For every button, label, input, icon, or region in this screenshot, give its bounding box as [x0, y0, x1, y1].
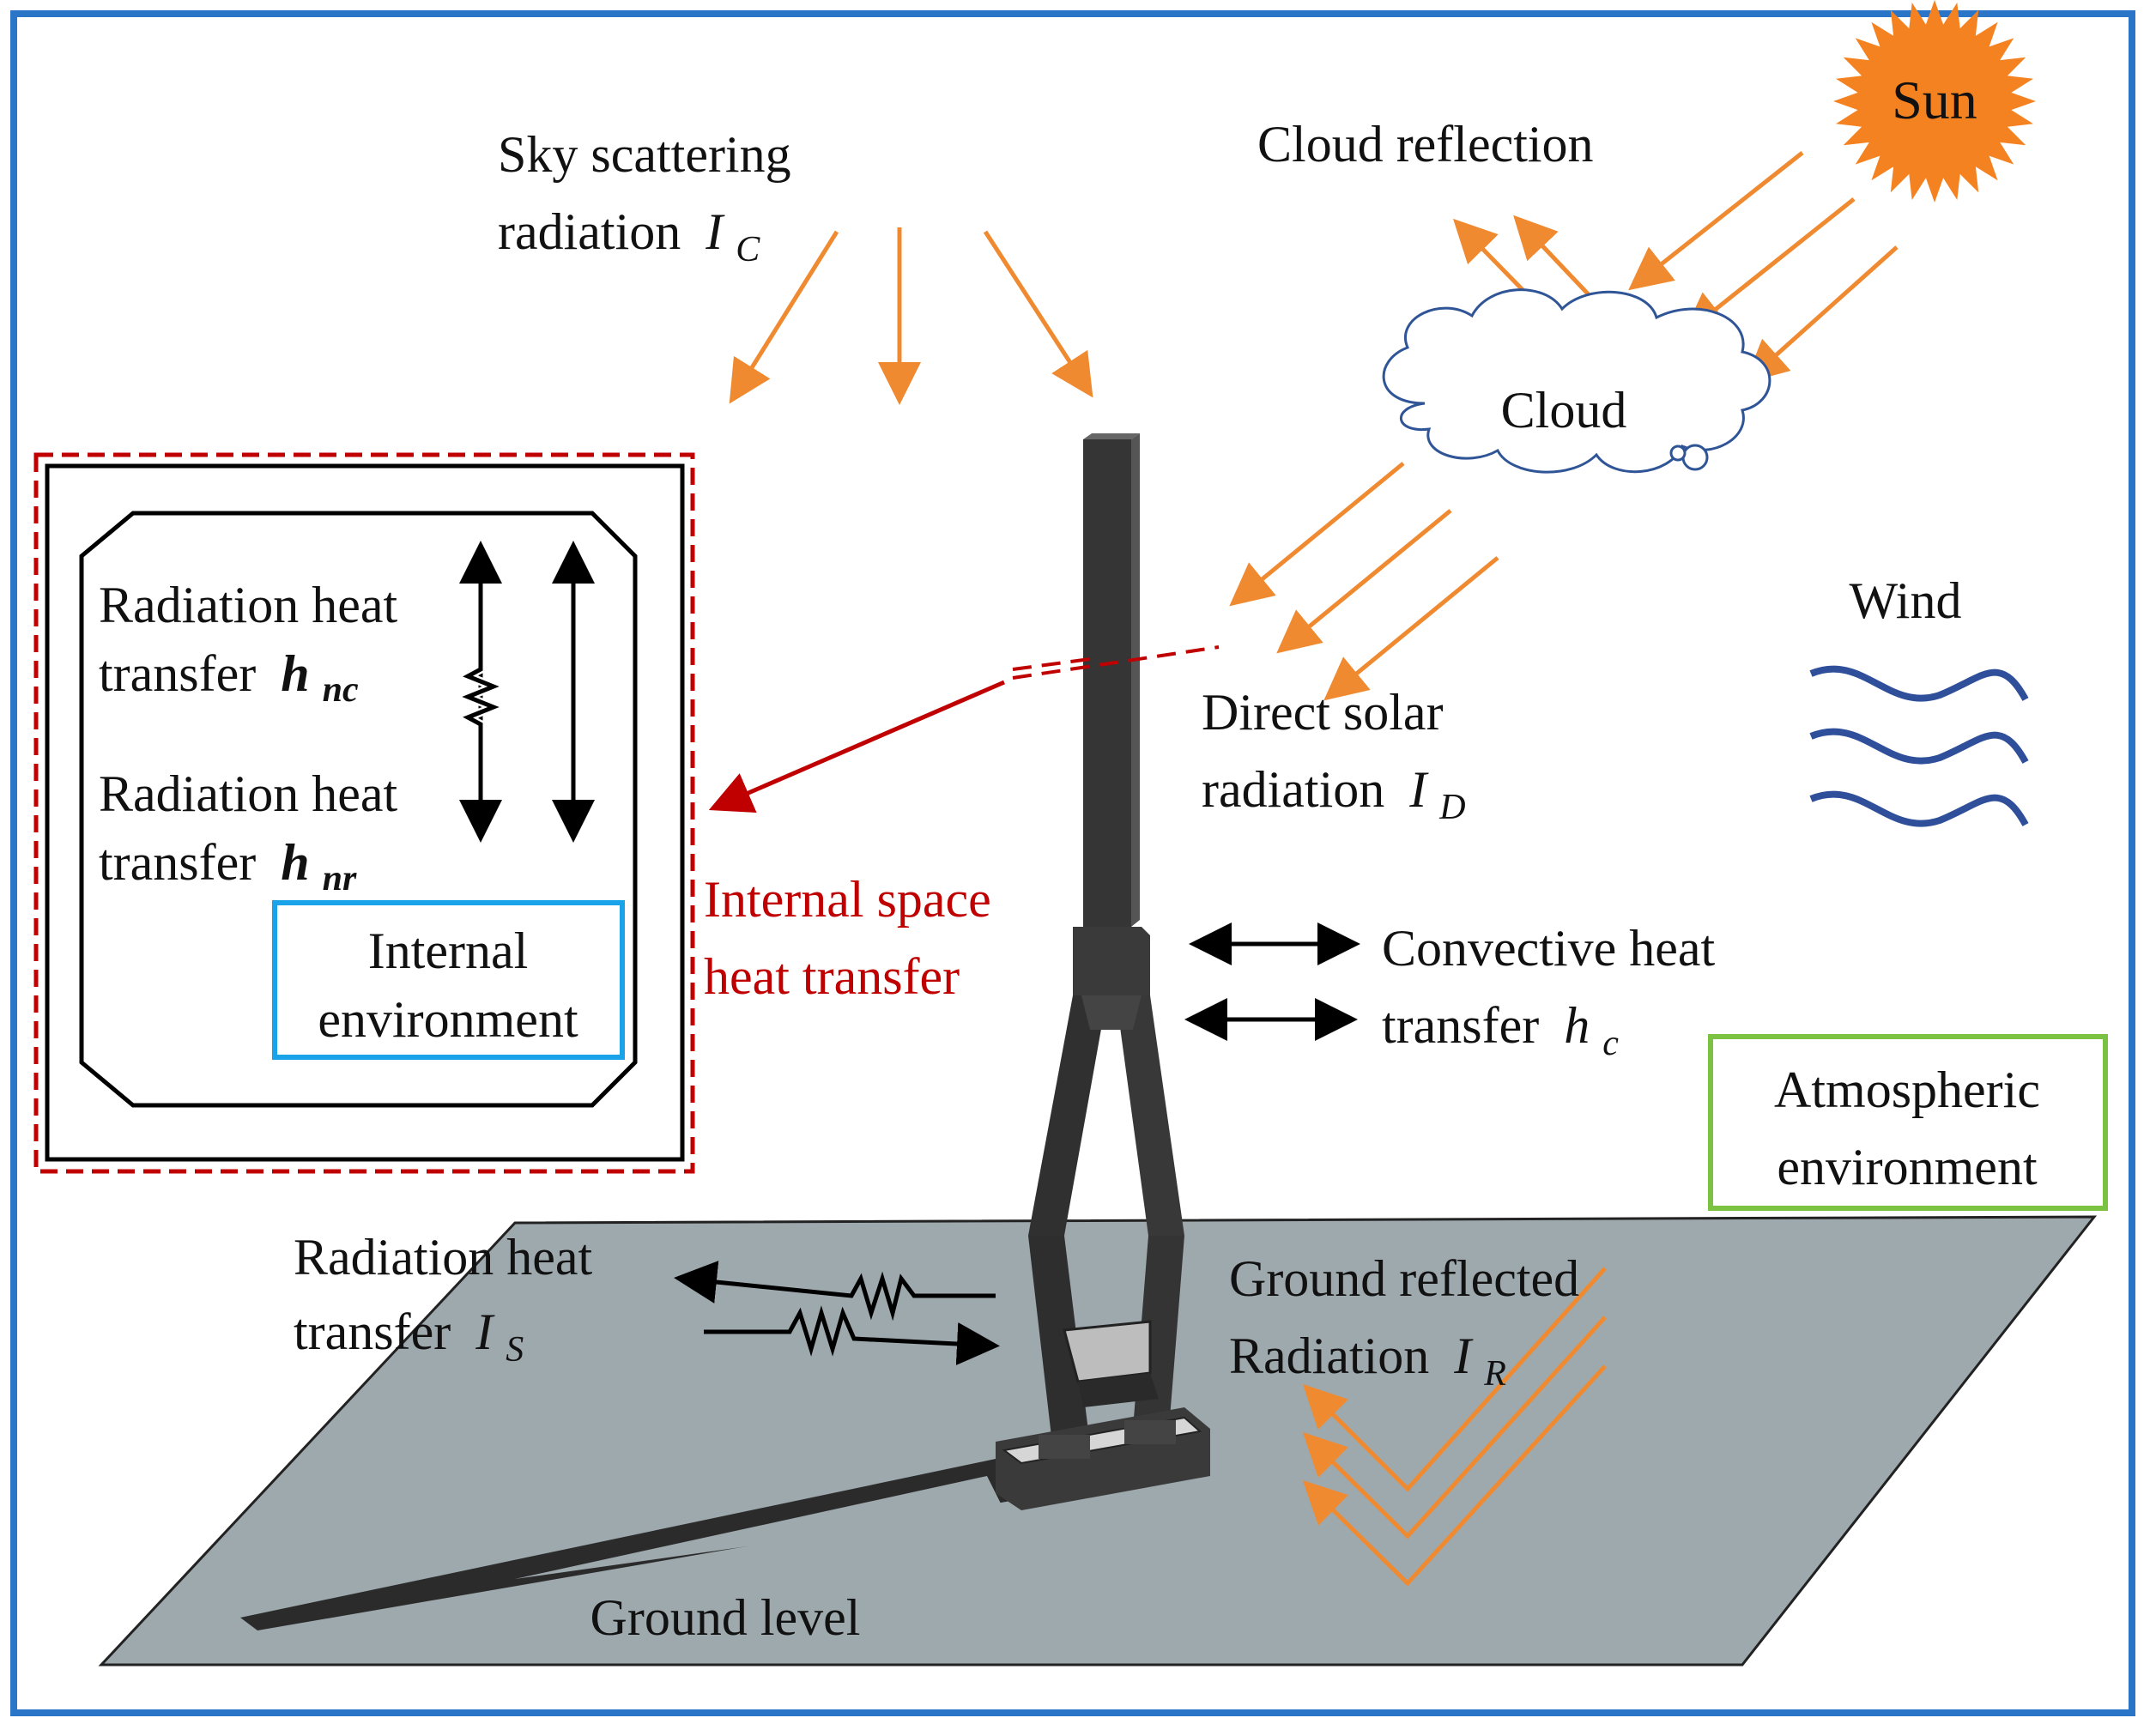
tower-shadow-inner: [515, 1476, 1004, 1579]
radiation-nr-label: Radiation heat: [99, 765, 398, 822]
internal-environment-box: [272, 900, 625, 1060]
direct-solar-label-2: radiation I D: [1202, 761, 1466, 827]
atmospheric-environment-box: [1708, 1034, 2108, 1211]
internal-space-boundary: [33, 452, 695, 1174]
tower-shadow: [240, 1459, 1056, 1630]
solar-incoming-arrows: [1628, 151, 1899, 384]
radiation-nc-label: Radiation heat: [99, 577, 398, 633]
tower: [996, 433, 1210, 1510]
atmospheric-label: Atmospheric: [1774, 1062, 2040, 1118]
convective-label: Convective heat: [1382, 920, 1716, 977]
ground-level-label: Ground level: [590, 1589, 861, 1646]
atmospheric-label-2: environment: [1777, 1139, 2038, 1195]
tower-section-cut: [1012, 645, 1220, 680]
cloud-label: Cloud: [1501, 382, 1627, 439]
internal-environment-label-2: environment: [318, 991, 578, 1048]
ground-reflected-label-2: Radiation I R: [1229, 1328, 1506, 1394]
internal-space-label-2: heat transfer: [704, 948, 960, 1005]
convective-label-2: transfer h c: [1382, 997, 1619, 1063]
sky-scattering-label: Sky scattering: [498, 126, 791, 183]
wind-label: Wind: [1850, 572, 1962, 629]
radiation-nc-label-2: transfer h nc: [99, 645, 359, 710]
sky-scattering-label-2: radiation I C: [498, 203, 760, 269]
ground-radiation-label: Radiation heat: [294, 1229, 593, 1285]
ground-radiation-label-2: transfer I S: [294, 1304, 524, 1370]
cloud-reflection-label: Cloud reflection: [1257, 116, 1594, 172]
cloud-puff: [1681, 444, 1709, 471]
cloud-icon: [1382, 288, 1771, 474]
sun-label: Sun: [1892, 70, 1977, 130]
ground-reflected-arrows: [1302, 1267, 1607, 1587]
resistor-icon: [462, 661, 500, 733]
sky-scattering-arrows: [729, 227, 1093, 405]
internal-environment-label: Internal: [368, 922, 529, 979]
cloud-puff-small: [1669, 445, 1687, 462]
sun-icon: [1833, 0, 2036, 203]
direct-solar-arrows: [1229, 462, 1499, 701]
radiation-nr-label-2: transfer h nr: [99, 834, 357, 898]
direct-solar-label: Direct solar: [1202, 684, 1444, 741]
ground-radiation-arrows: [674, 1261, 1000, 1365]
wind-icon: [1809, 665, 2029, 827]
ground-reflected-label: Ground reflected: [1229, 1250, 1579, 1307]
internal-space-label: Internal space: [704, 871, 991, 928]
internal-pointer-arrow: [708, 680, 1005, 814]
